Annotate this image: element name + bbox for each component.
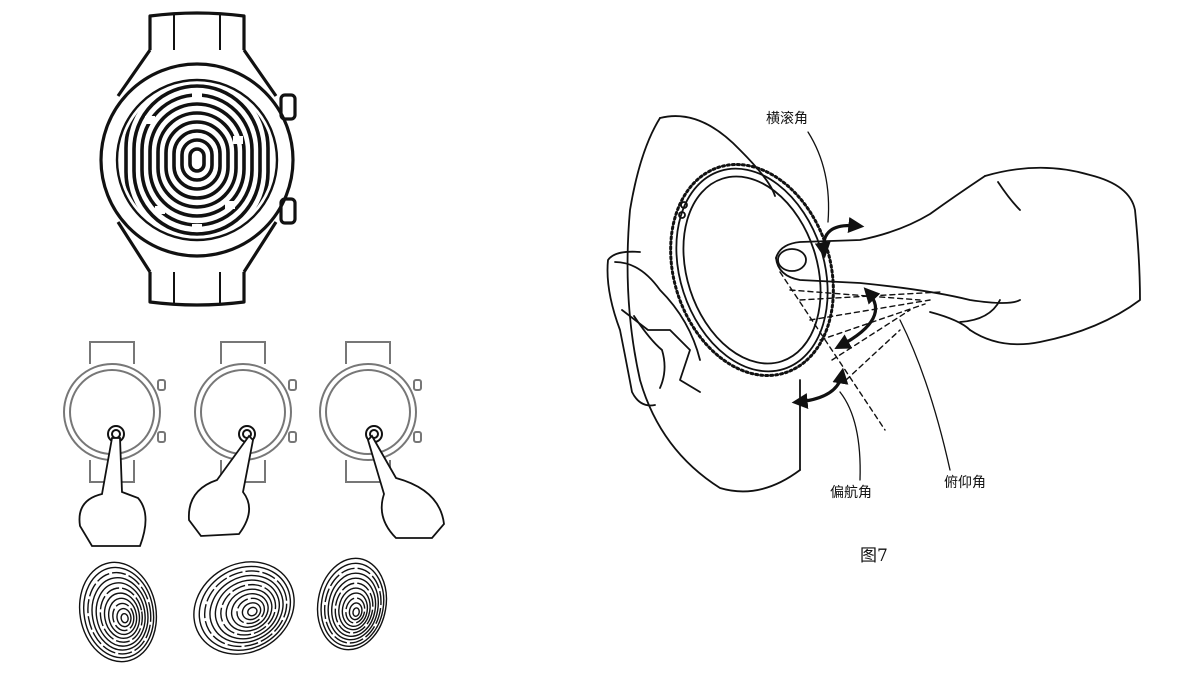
watch-finger-touch-icon bbox=[319, 341, 445, 539]
fingerprint-pattern-icon bbox=[124, 84, 270, 236]
fingerprint-icon bbox=[316, 557, 388, 651]
roll-angle-label: 横滚角 bbox=[766, 111, 808, 127]
fingerprint-icon bbox=[193, 561, 295, 655]
yaw-angle-label: 偏航角 bbox=[830, 485, 872, 501]
watch-finger-touch-icon bbox=[63, 341, 166, 547]
fingerprint-impressions bbox=[78, 557, 388, 663]
rotation-arrow-icon bbox=[791, 217, 881, 410]
figure-caption: 图7 bbox=[860, 546, 888, 566]
fingerprint-icon bbox=[78, 561, 158, 663]
pitch-angle-label: 俯仰角 bbox=[944, 475, 986, 491]
watch-finger-touch-icon bbox=[188, 341, 297, 537]
main-watch-fingerprint-icon bbox=[99, 11, 297, 307]
finger-touch-sequence bbox=[63, 341, 445, 547]
